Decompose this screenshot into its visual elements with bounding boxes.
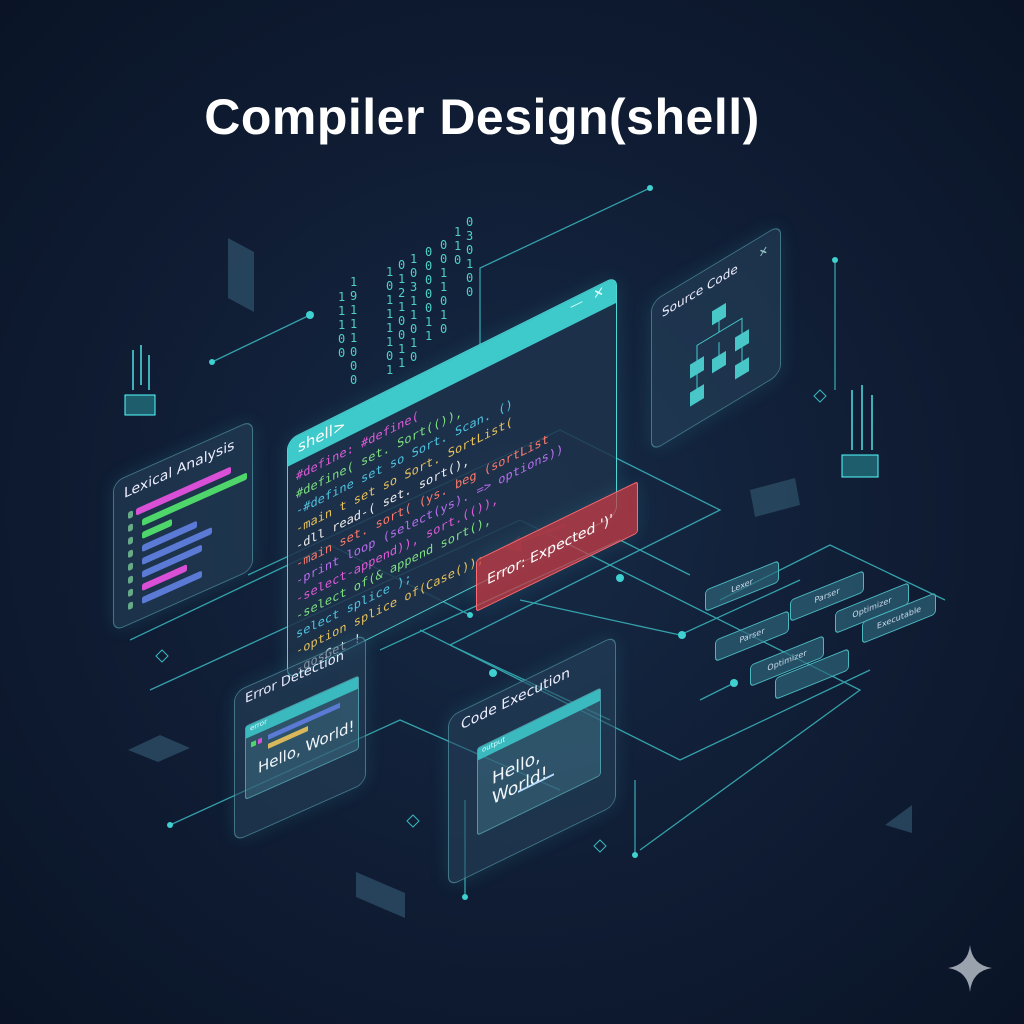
binary-column: 0 1 2 1 0 0 1 1 <box>398 258 406 370</box>
binary-column: 1 0 3 1 1 0 1 0 <box>410 252 418 364</box>
token-marker <box>128 549 133 559</box>
binary-column: 1 1 1 0 0 <box>338 290 346 360</box>
token-marker <box>128 588 133 598</box>
page-title: Compiler Design(shell) <box>204 89 760 145</box>
token-marker <box>128 562 133 572</box>
sparkle-icon <box>948 945 992 992</box>
tree-diagram-icon <box>690 302 749 407</box>
output-text: Hello, World! <box>492 745 548 810</box>
token-marker <box>128 523 133 533</box>
binary-column: 0 0 0 0 0 1 1 <box>425 245 433 343</box>
binary-column: 0 3 0 1 0 0 <box>466 215 474 299</box>
close-icon[interactable]: ✕ <box>758 242 768 262</box>
token-marker <box>128 575 133 585</box>
chip-icon <box>841 385 879 478</box>
binary-column: 1 1 0 <box>454 225 462 267</box>
source-code-panel: Source Code ✕ <box>651 223 781 452</box>
binary-column: 1 9 1 1 1 0 0 0 <box>350 275 358 387</box>
binary-column: 0 0 1 1 0 1 0 <box>440 238 448 336</box>
chip-icon <box>124 345 156 416</box>
token-marker <box>128 510 133 520</box>
binary-column: 1 0 1 1 1 1 0 1 <box>386 265 394 377</box>
token-marker <box>128 601 133 611</box>
token-marker <box>128 536 133 546</box>
